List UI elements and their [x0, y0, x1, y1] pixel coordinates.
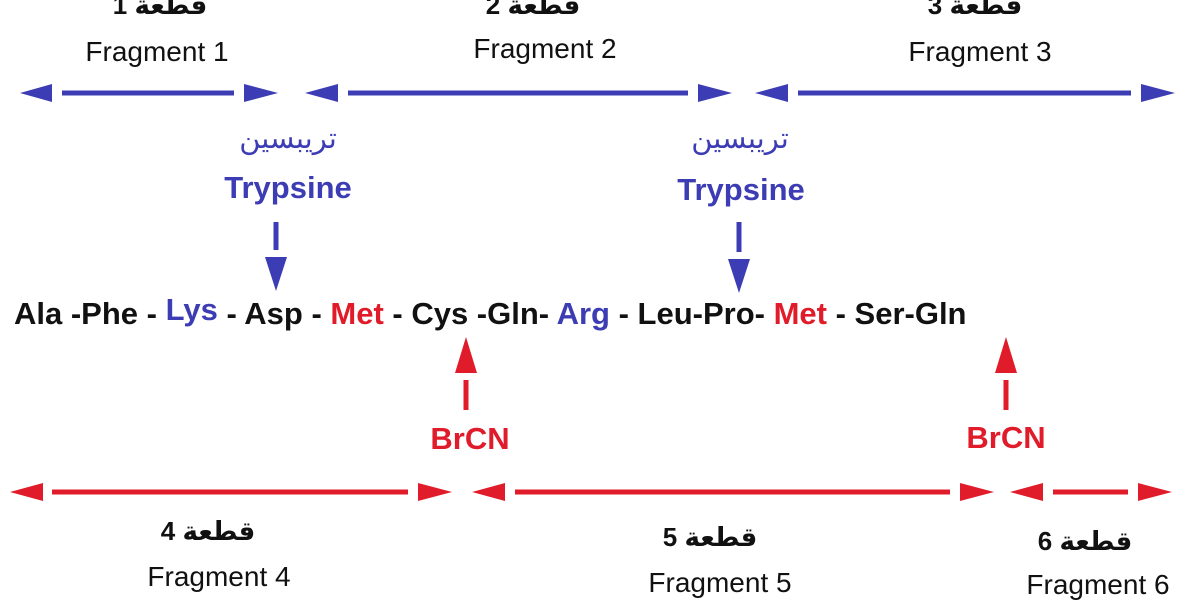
brcn-label: BrCN: [430, 421, 509, 456]
fragment-5-label: Fragment 5: [648, 567, 791, 598]
trypsin-arabic-label: تريبسين: [239, 123, 337, 155]
brcn-cleavage-residue: Met: [774, 296, 836, 331]
trypsin-down-arrow-icon: [265, 222, 287, 291]
sequence-segment: - Ser-Gln: [836, 296, 967, 331]
fragment-4-arabic-label: قطعة 4: [161, 516, 256, 546]
fragment-2-label: Fragment 2: [473, 33, 616, 64]
sequence-segment: - Cys -Gln-: [392, 296, 556, 331]
top-fragment-arrows: [20, 84, 1175, 102]
fragment-1-span-arrow: [20, 84, 278, 102]
fragment-5-span-arrow: [472, 483, 994, 501]
bottom-fragment-arrows: [10, 483, 1172, 501]
trypsin-down-arrow-icon: [728, 222, 750, 293]
bottom-fragment-labels: قطعة 4 Fragment 4 قطعة 5 Fragment 5 قطعة…: [147, 516, 1169, 600]
brcn-up-arrow-icon: [995, 337, 1017, 410]
peptide-sequence: Ala -Phe - Lys - Asp - Met - Cys -Gln- A…: [14, 292, 967, 331]
fragment-6-label: Fragment 6: [1026, 569, 1169, 600]
trypsin-cleavage-residue: Arg: [557, 296, 619, 331]
brcn-up-arrow-icon: [455, 337, 477, 410]
brcn-label: BrCN: [966, 420, 1045, 455]
brcn-cleavage-residue: Met: [330, 296, 392, 331]
top-fragment-labels: قطعة 1 Fragment 1 قطعة 2 Fragment 2 قطعة…: [85, 0, 1051, 67]
fragment-4-span-arrow: [10, 483, 452, 501]
brcn-cut-1: BrCN: [430, 337, 510, 456]
fragment-1-label: Fragment 1: [85, 36, 228, 67]
fragment-6-span-arrow: [1010, 483, 1172, 501]
trypsin-arabic-label: تريبسين: [691, 123, 789, 155]
trypsin-label: Trypsine: [677, 172, 805, 207]
brcn-cut-2: BrCN: [966, 337, 1046, 455]
trypsin-label: Trypsine: [224, 170, 352, 205]
trypsin-cut-1: تريبسين Trypsine: [224, 123, 352, 291]
fragment-4-label: Fragment 4: [147, 561, 290, 592]
trypsin-cleavage-residue: Lys: [166, 292, 227, 327]
fragment-3-span-arrow: [755, 84, 1175, 102]
fragment-5-arabic-label: قطعة 5: [663, 522, 758, 552]
fragment-3-arabic-label: قطعة 3: [928, 0, 1023, 20]
sequence-segment: - Asp -: [226, 296, 330, 331]
fragment-1-arabic-label: قطعة 1: [113, 0, 208, 20]
sequence-segment: - Leu-Pro-: [619, 296, 774, 331]
trypsin-cut-2: تريبسين Trypsine: [677, 123, 805, 293]
fragment-2-span-arrow: [305, 84, 732, 102]
fragment-3-label: Fragment 3: [908, 36, 1051, 67]
sequence-segment: Ala -Phe -: [14, 296, 166, 331]
fragment-6-arabic-label: قطعة 6: [1038, 526, 1133, 556]
fragment-2-arabic-label: قطعة 2: [486, 0, 581, 20]
